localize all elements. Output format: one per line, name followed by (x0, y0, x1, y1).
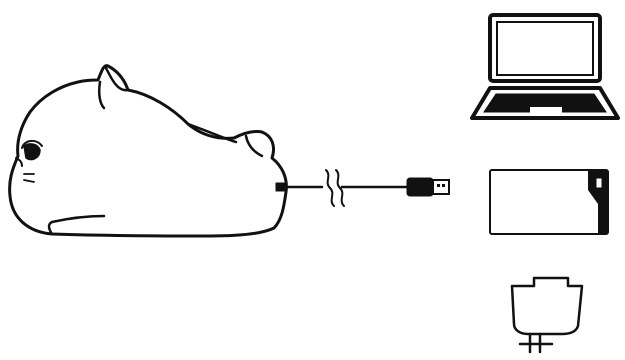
cat-shaped-device-icon (8, 64, 288, 238)
wall-adapter-icon (510, 276, 584, 354)
cable-break-icon (325, 169, 345, 207)
power-bank-icon (489, 169, 609, 235)
usb-cable-icon (275, 182, 410, 192)
usb-a-plug-icon (406, 177, 450, 197)
laptop-icon (470, 13, 620, 120)
